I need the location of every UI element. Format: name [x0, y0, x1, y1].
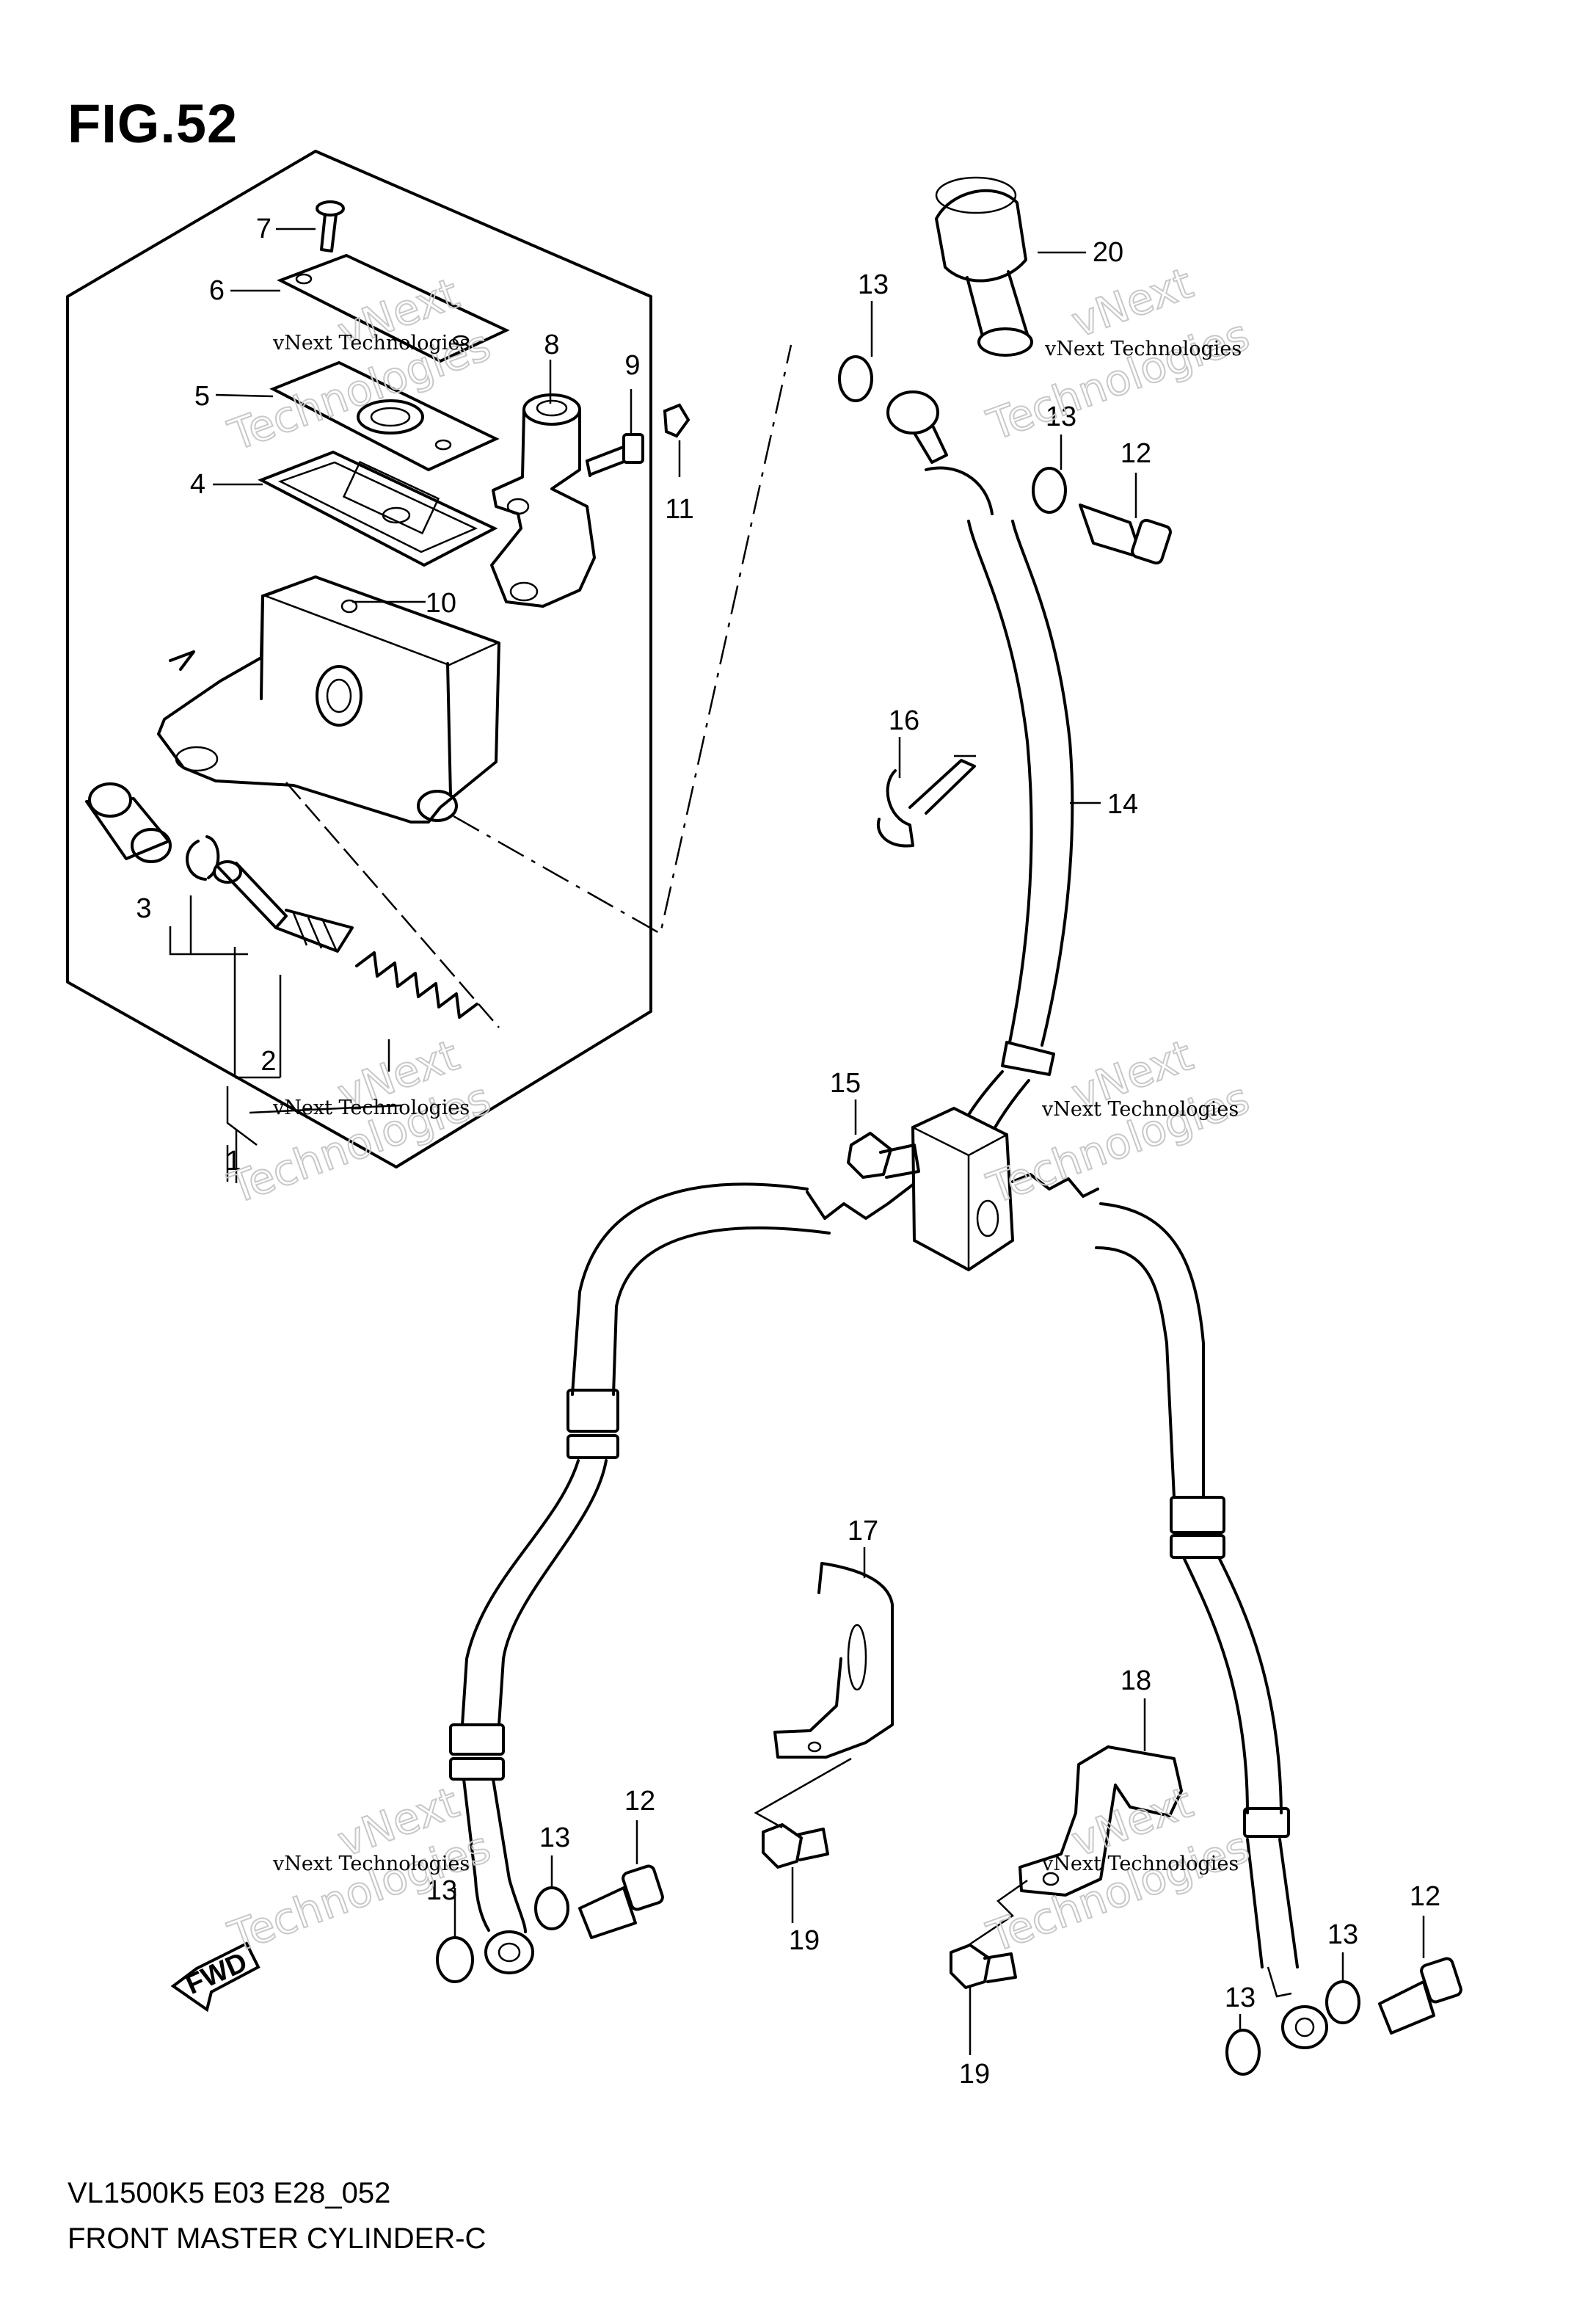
reservoir-cover-part-6 — [277, 253, 510, 363]
watermark-4: vNext Technologies vNext Technologies — [980, 1029, 1256, 1214]
callout-13-left-b: 13 — [426, 1875, 457, 1906]
svg-text:vNext Technologies: vNext Technologies — [1041, 1853, 1239, 1875]
diaphragm-part-4 — [258, 450, 498, 567]
callout-3: 3 — [136, 893, 151, 924]
right-brake-hose — [1011, 1173, 1328, 2049]
hose-clip-part-16 — [876, 755, 976, 848]
washer-right-b — [1325, 1980, 1360, 2024]
callout-17: 17 — [848, 1516, 878, 1546]
callout-14: 14 — [1107, 789, 1138, 820]
model-code: VL1500K5 E03 E28_052 — [68, 2177, 391, 2209]
bolt-part-19-a — [762, 1823, 829, 1869]
callout-19-b: 19 — [959, 2059, 990, 2090]
svg-text:vNext Technologies: vNext Technologies — [1041, 1098, 1239, 1121]
bracket-part-18 — [1019, 1745, 1183, 1897]
callout-13-left-a: 13 — [539, 1822, 570, 1853]
assembly-axis-line-b — [285, 782, 500, 1028]
boot-part-20 — [935, 176, 1033, 357]
spring — [355, 951, 478, 1019]
svg-text:vNext Technologies: vNext Technologies — [272, 1853, 470, 1875]
bolt-part-9 — [586, 433, 644, 477]
callout-11: 11 — [665, 494, 693, 525]
diagram-title: FRONT MASTER CYLINDER-C — [68, 2222, 487, 2255]
watermark-6: vNext Technologies vNext Technologies — [980, 1776, 1256, 1963]
bolt-part-15 — [847, 1132, 920, 1179]
callout-10: 10 — [426, 588, 456, 619]
callout-12-left: 12 — [624, 1786, 655, 1817]
diaphragm-plate-part-5 — [269, 360, 500, 472]
union-bolt-right — [1378, 1957, 1462, 2035]
master-cylinder-group-outline — [66, 150, 652, 1168]
callout-13-top-a: 13 — [858, 269, 889, 300]
left-brake-hose — [449, 1182, 914, 1974]
washer-left-b — [534, 1886, 569, 1930]
callout-19-a: 19 — [789, 1925, 820, 1956]
callout-12-right: 12 — [1410, 1881, 1440, 1912]
circlip — [186, 835, 220, 881]
bracket-17-bolt-19-link — [754, 1757, 852, 1829]
callout-13-right-a: 13 — [1327, 1919, 1358, 1950]
callout-12-top: 12 — [1121, 438, 1151, 469]
washer-top-a — [838, 355, 873, 402]
callout-13-top-b: 13 — [1046, 401, 1076, 432]
callout-5: 5 — [194, 381, 210, 412]
washer-right-a — [1225, 2029, 1261, 2076]
assembly-axis-line-a — [453, 344, 792, 935]
callout-4: 4 — [190, 469, 205, 500]
washer-top-b — [1032, 467, 1067, 514]
callout-13-right-b: 13 — [1225, 1982, 1256, 2013]
callout-7: 7 — [256, 214, 272, 244]
callout-16: 16 — [889, 705, 919, 736]
brake-hose-part-14 — [886, 390, 1074, 1170]
callout-8: 8 — [544, 330, 559, 360]
bracket-18-bolt-19-link — [968, 1879, 1028, 1946]
callout-15: 15 — [830, 1068, 861, 1099]
piston-part-2 — [213, 860, 354, 953]
callout-2: 2 — [260, 1046, 276, 1077]
callout-9: 9 — [624, 350, 640, 381]
holder-part-8 — [490, 393, 596, 608]
union-bolt-top — [1079, 504, 1172, 565]
union-bolt-left — [578, 1864, 664, 1939]
callout-1: 1 — [225, 1146, 241, 1177]
svg-text:vNext Technologies: vNext Technologies — [272, 1097, 470, 1119]
three-way-joint — [911, 1106, 1015, 1272]
cap-part-11 — [663, 403, 690, 438]
callout-18: 18 — [1121, 1665, 1151, 1696]
watermark-2: vNext Technologies vNext Technologies — [980, 257, 1256, 451]
callout-6: 6 — [209, 275, 225, 306]
master-cylinder-body — [157, 575, 500, 824]
callout-20: 20 — [1093, 237, 1123, 268]
washer-left-a — [436, 1936, 474, 1983]
piston-cup-part-3 — [85, 782, 172, 863]
bracket-part-17 — [773, 1562, 894, 1759]
screw-part-7 — [316, 200, 345, 252]
svg-text:vNext Technologies: vNext Technologies — [1044, 338, 1242, 360]
callout-leaders — [169, 228, 1425, 2055]
figure-label: FIG.52 — [68, 93, 238, 154]
svg-text:vNext Technologies: vNext Technologies — [272, 332, 470, 355]
